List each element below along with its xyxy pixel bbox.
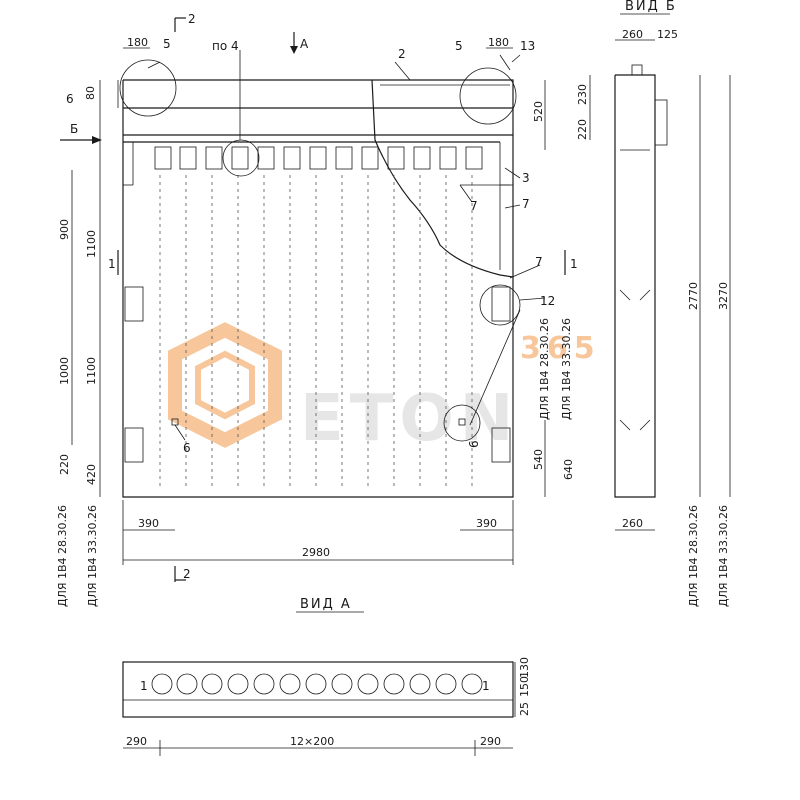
- view-a-dim-left: 290: [126, 735, 147, 748]
- dim-640: 640: [562, 459, 575, 480]
- callout-5-left: 5: [163, 37, 171, 51]
- main-view: 180 180 2 2 А Б 1 1 5 6 по 4 2 5 13 3 7 …: [56, 12, 578, 607]
- side-dim-125: 125: [657, 28, 678, 41]
- callout-6-left: 6: [183, 441, 191, 455]
- dim-390-right: 390: [476, 517, 497, 530]
- callout-7-b: 7: [522, 197, 530, 211]
- callout-7-c: 7: [535, 255, 543, 269]
- void-circle-row: [151, 673, 483, 695]
- detail-circle: [479, 284, 521, 326]
- dim-540: 540: [532, 449, 545, 470]
- view-a-outline: [122, 661, 514, 718]
- callout-6-right: 6: [467, 440, 481, 448]
- callout-2: 2: [398, 47, 406, 61]
- variant-label: ДЛЯ 1В4 28.30.26: [56, 505, 69, 607]
- view-a-dim-130: 130: [518, 657, 531, 678]
- dim-2980: 2980: [302, 546, 330, 559]
- dim-220: 220: [58, 454, 71, 475]
- view-a-cut-left: 1: [140, 679, 148, 693]
- dim-420: 420: [85, 464, 98, 485]
- view-a-title: ВИД А: [300, 597, 352, 612]
- dim-1100-mid: 1100: [85, 357, 98, 385]
- watermark-text: ETON: [300, 382, 519, 456]
- variant-label: ДЛЯ 1В4 33.30.26: [560, 318, 573, 420]
- lifting-slot: [491, 286, 511, 322]
- callout-7-a: 7: [470, 199, 478, 213]
- hole-row: [154, 146, 483, 170]
- dim-1100-top: 1100: [85, 230, 98, 258]
- watermark-number: 365: [520, 331, 601, 366]
- callout-4: по 4: [212, 39, 239, 53]
- side-dim-bottom: 260: [622, 517, 643, 530]
- side-dim-3270: 3270: [717, 282, 730, 310]
- view-a-dim-25: 25: [518, 702, 531, 716]
- watermark-logo-icon: [168, 322, 282, 448]
- view-a-dim-mid: 12×200: [290, 735, 334, 748]
- callout-13: 13: [520, 39, 535, 53]
- detail-circle: [443, 404, 481, 442]
- dim-top-left: 180: [127, 36, 148, 49]
- section-mark-top: 2: [188, 12, 196, 26]
- side-outline: [614, 74, 656, 498]
- callout-3: 3: [522, 171, 530, 185]
- arrow-b-label: Б: [70, 122, 78, 136]
- watermark: ETON 365: [168, 322, 601, 456]
- dim-top-right: 180: [488, 36, 509, 49]
- dim-900: 900: [58, 219, 71, 240]
- breakout-line: [371, 79, 514, 278]
- arrow-a-label: А: [300, 37, 309, 51]
- detail-circle: [459, 67, 517, 125]
- side-dim-220: 220: [576, 119, 589, 140]
- view-a-cut-right: 1: [482, 679, 490, 693]
- view-a-dim-right: 290: [480, 735, 501, 748]
- lifting-slot: [491, 427, 511, 463]
- side-dim-2770: 2770: [687, 282, 700, 310]
- panel-outline: [122, 79, 514, 498]
- dim-80: 80: [84, 86, 97, 100]
- variant-label: ДЛЯ 1В4 28.30.26: [687, 505, 700, 607]
- callout-5-right: 5: [455, 39, 463, 53]
- view-a-dim-150: 150: [518, 676, 531, 697]
- detail-circle: [222, 139, 260, 177]
- dim-1000: 1000: [58, 357, 71, 385]
- callout-12: 12: [540, 294, 555, 308]
- view-a: ВИД А 1 1 130 150 25 290 12×200: [122, 597, 531, 756]
- side-dim-260: 260: [622, 28, 643, 41]
- dim-390-left: 390: [138, 517, 159, 530]
- detail-circle: [119, 59, 177, 117]
- dim-520: 520: [532, 101, 545, 122]
- side-view-title: ВИД Б: [625, 0, 677, 14]
- cut-1-right: 1: [570, 257, 578, 271]
- section-mark-bottom: 2: [183, 567, 191, 581]
- cut-1-left: 1: [108, 257, 116, 271]
- side-view: ВИД Б 260 125 230 220 2770 3270 260 ДЛЯ …: [576, 0, 731, 607]
- variant-label: ДЛЯ 1В4 33.30.26: [86, 505, 99, 607]
- lifting-slot: [124, 286, 144, 322]
- side-dim-230: 230: [576, 84, 589, 105]
- variant-label: ДЛЯ 1В4 33.30.26: [717, 505, 730, 607]
- lifting-slot: [124, 427, 144, 463]
- callout-6-top: 6: [66, 92, 74, 106]
- variant-label: ДЛЯ 1В4 28.30.26: [538, 318, 551, 420]
